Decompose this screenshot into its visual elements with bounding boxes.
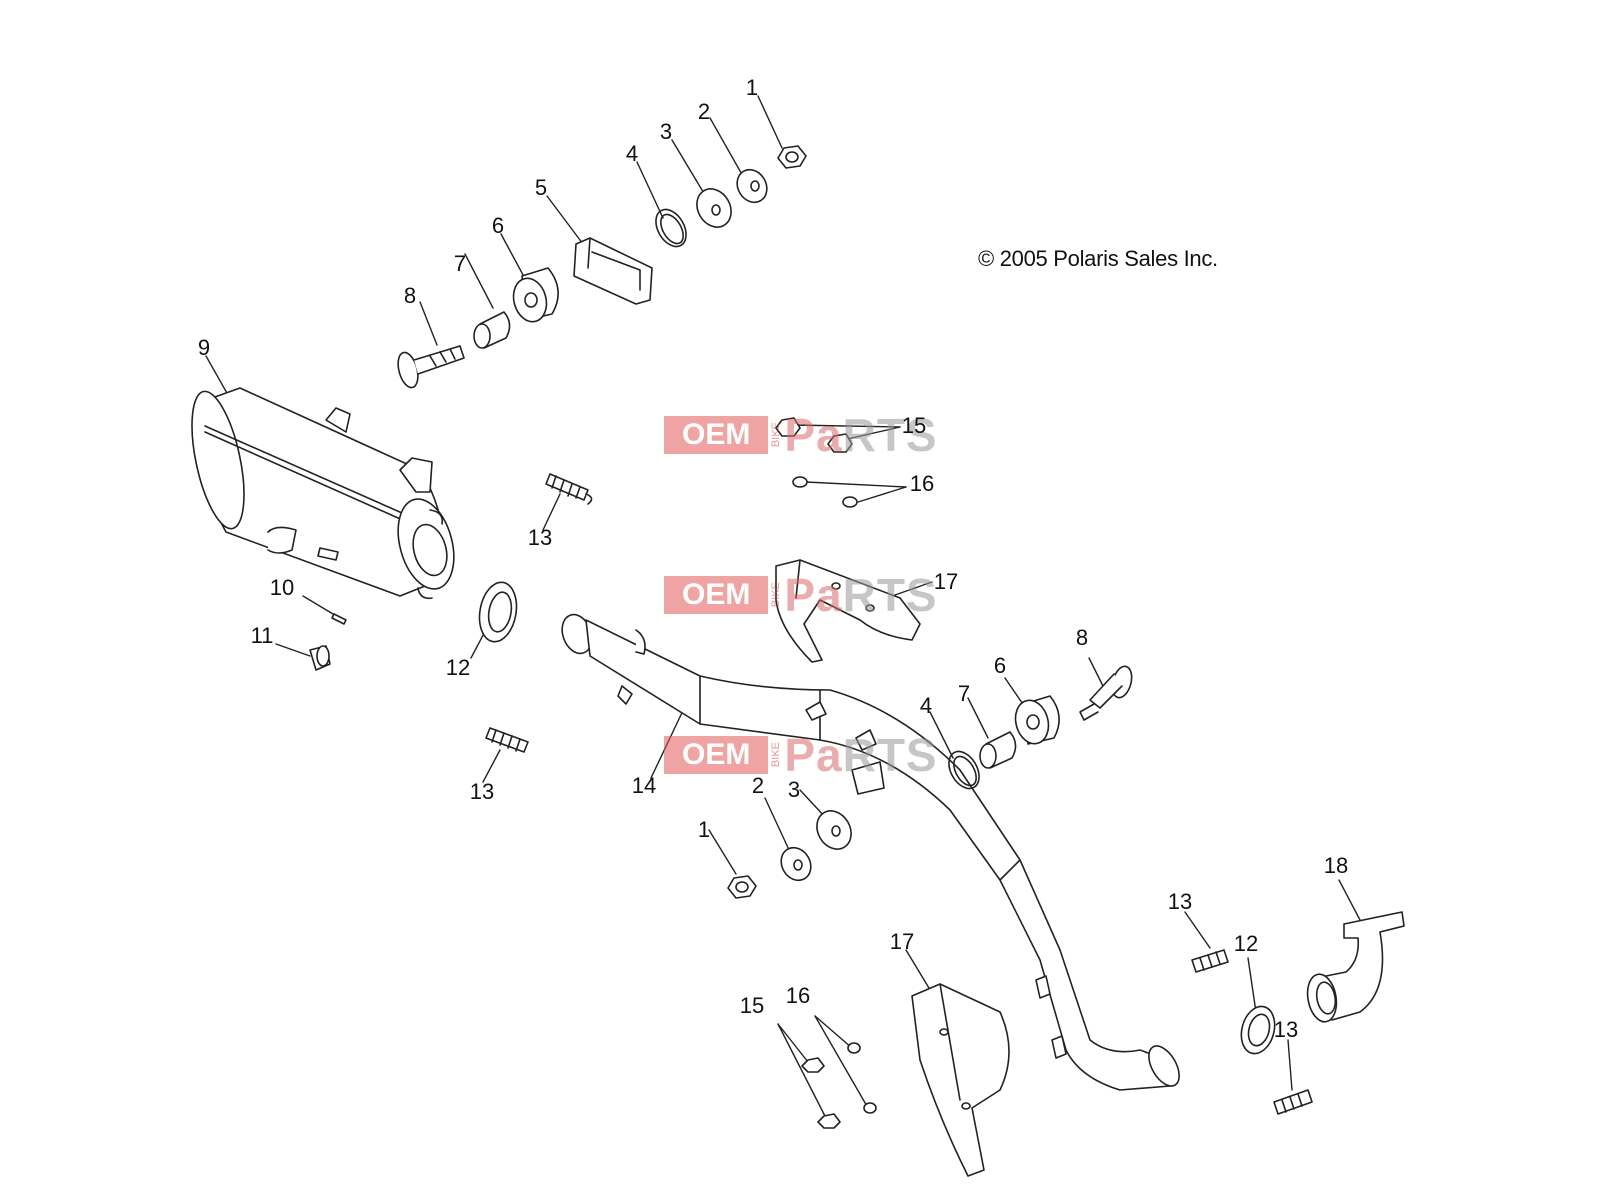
- heat-shield-17-upper: [775, 559, 921, 663]
- spring-13-a: [545, 473, 593, 505]
- washer-2-lower: [780, 846, 812, 882]
- bolt-15-upper: [775, 417, 853, 453]
- callout-label: 10: [269, 575, 295, 600]
- ring-4-upper: [655, 208, 687, 248]
- callout-label: 12: [445, 655, 471, 680]
- nut-1-upper: [777, 145, 807, 169]
- callout-label: 14: [631, 773, 657, 798]
- callout-label: 13: [1273, 1017, 1299, 1042]
- watermark-pa: Pa: [784, 569, 843, 621]
- head-pipe-14: [561, 613, 1180, 1091]
- callout-label: 4: [919, 693, 933, 718]
- watermark-oem: OEM: [664, 576, 769, 614]
- callout-label: 7: [957, 681, 971, 706]
- watermark-pa: Pa: [784, 729, 843, 781]
- grommet-6-upper: [512, 267, 559, 323]
- bushing-7-upper: [473, 311, 511, 349]
- callout-label: 18: [1323, 853, 1349, 878]
- heat-shield-17-lower: [911, 983, 1010, 1177]
- watermark: OEM BIKE PaRTS: [664, 569, 938, 621]
- spring-13-d: [1273, 1089, 1313, 1115]
- washer-16-upper: [792, 476, 858, 508]
- spark-arrestor-11: [309, 645, 331, 671]
- callout-label: 6: [491, 213, 505, 238]
- watermark-bike: BIKE: [770, 422, 783, 448]
- callout-label: 2: [697, 99, 711, 124]
- watermark-parts: PaRTS: [784, 728, 937, 782]
- callout-label: 13: [469, 779, 495, 804]
- spring-13-b: [485, 727, 529, 753]
- leader-lines: [205, 95, 1361, 1119]
- watermark-bike: BIKE: [770, 742, 783, 768]
- spring-13-c: [1191, 949, 1229, 973]
- muffler-9: [191, 387, 455, 600]
- watermark-parts: PaRTS: [784, 568, 937, 622]
- watermark: OEM BIKE PaRTS: [664, 409, 938, 461]
- callout-label: 16: [785, 983, 811, 1008]
- watermark-oem: OEM: [664, 736, 769, 774]
- watermark-rts: RTS: [842, 409, 938, 461]
- watermark: OEM BIKE PaRTS: [664, 729, 938, 781]
- pin-10: [331, 613, 347, 625]
- bolt-8-upper: [397, 345, 465, 389]
- washer-2-upper: [736, 168, 768, 204]
- watermark-pa: Pa: [784, 409, 843, 461]
- watermark-rts: RTS: [842, 729, 938, 781]
- watermark-rts: RTS: [842, 569, 938, 621]
- watermark-parts: PaRTS: [784, 408, 937, 462]
- callout-label: 13: [1167, 889, 1193, 914]
- callout-label: 17: [933, 569, 959, 594]
- gasket-12-upper: [478, 581, 518, 643]
- callout-label: 12: [1233, 931, 1259, 956]
- callout-label: 15: [901, 413, 927, 438]
- callout-label: 13: [527, 525, 553, 550]
- washer-3-lower: [816, 810, 852, 850]
- grommet-6-lower: [1014, 695, 1060, 745]
- watermark-oem: OEM: [664, 416, 769, 454]
- ring-4-lower: [948, 750, 980, 790]
- copyright-text: © 2005 Polaris Sales Inc.: [978, 246, 1218, 271]
- callout-label: 15: [739, 993, 765, 1018]
- callout-label: 7: [453, 251, 467, 276]
- elbow-18: [1306, 911, 1405, 1023]
- callout-label: 4: [625, 141, 639, 166]
- callout-label: 8: [1075, 625, 1089, 650]
- callout-label: 9: [197, 335, 211, 360]
- callout-label: 16: [909, 471, 935, 496]
- callout-label: 6: [993, 653, 1007, 678]
- washer-16-lower: [847, 1042, 877, 1114]
- callout-label: 1: [745, 75, 759, 100]
- bolt-8-lower: [1079, 665, 1133, 721]
- callout-label: 3: [787, 777, 801, 802]
- callout-label: 8: [403, 283, 417, 308]
- gasket-12-lower: [1240, 1005, 1276, 1055]
- bushing-7-lower: [979, 731, 1017, 769]
- callout-label: 17: [889, 929, 915, 954]
- bracket-5: [573, 237, 653, 305]
- watermark-bike: BIKE: [770, 582, 783, 608]
- callout-label: 3: [659, 119, 673, 144]
- callout-label: 1: [697, 817, 711, 842]
- bolt-15-lower: [801, 1057, 841, 1129]
- callout-label: 5: [534, 175, 548, 200]
- callout-label: 2: [751, 773, 765, 798]
- nut-1-lower: [727, 875, 757, 899]
- washer-3-upper: [696, 188, 732, 228]
- callout-label: 11: [250, 623, 274, 648]
